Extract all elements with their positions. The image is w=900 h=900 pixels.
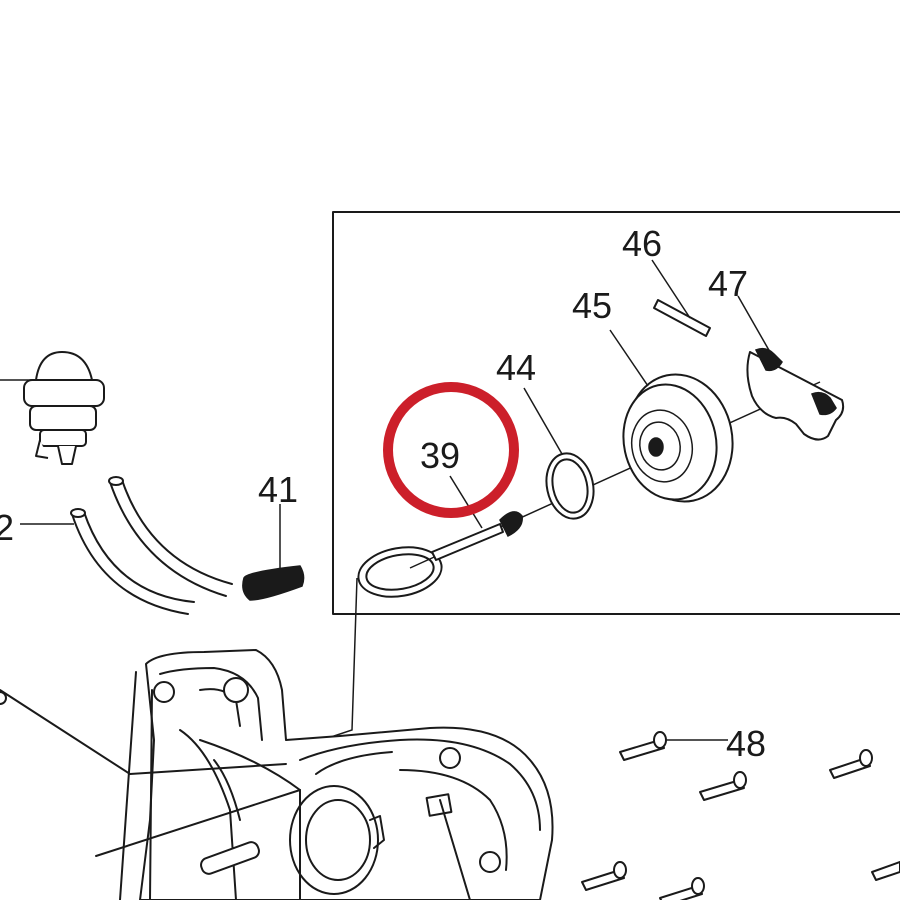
label-part-45: 45 (572, 285, 612, 326)
detail-box-frame (332, 211, 900, 615)
valve-needle-part-39 (431, 475, 523, 561)
pin-part-46 (651, 259, 711, 337)
bracket-part-47 (737, 295, 845, 441)
highlight-circle (383, 382, 519, 518)
screws-part-48 (581, 731, 900, 900)
fuel-hose-parts (20, 476, 233, 615)
label-part-39: 39 (420, 435, 460, 476)
label-part-46: 46 (622, 223, 662, 264)
primer-bulb-part (0, 351, 105, 465)
label-part-47: 47 (708, 263, 748, 304)
label-part-42: 2 (0, 507, 14, 548)
o-ring-part-44 (523, 387, 595, 520)
label-part-48: 48 (726, 723, 766, 764)
main-housing-part (0, 649, 554, 900)
label-part-41: 41 (258, 469, 298, 510)
box-leader-line (321, 577, 358, 741)
cover-part-45 (609, 329, 734, 503)
label-part-44: 44 (496, 347, 536, 388)
fuel-filter-part-41 (242, 504, 305, 601)
